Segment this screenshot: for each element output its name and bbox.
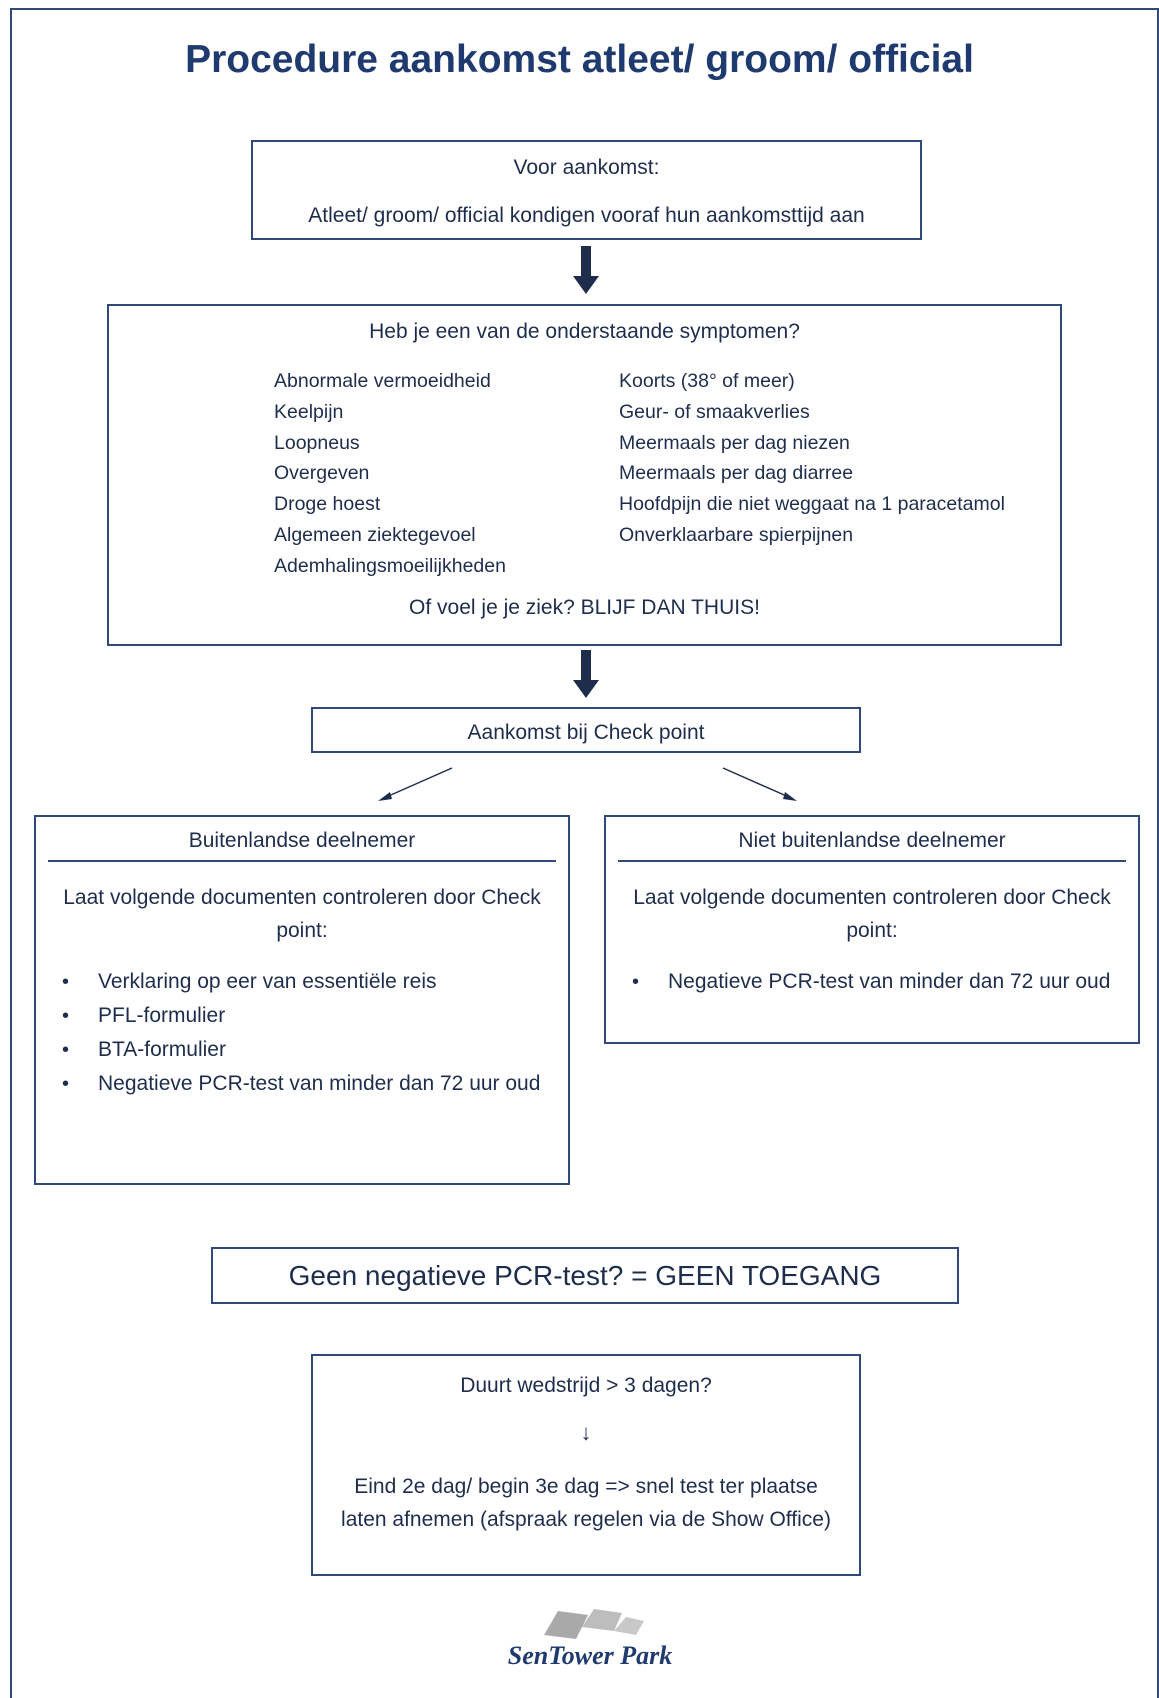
symptoms-right-column: Koorts (38° of meer) Geur- of smaakverli…: [619, 366, 1005, 551]
foreign-participant-panel: Buitenlandse deelnemer Laat volgende doc…: [34, 815, 570, 1185]
domestic-heading: Niet buitenlandse deelnemer: [738, 829, 1006, 852]
symptom-item: Droge hoest: [274, 493, 381, 516]
symptom-item: Meermaals per dag diarree: [619, 462, 854, 485]
symptom-item: Geur- of smaakverlies: [619, 400, 810, 423]
before-arrival-text: Atleet/ groom/ official kondigen vooraf …: [308, 204, 865, 227]
sentower-park-logo: SenTower Park: [490, 1605, 690, 1677]
symptom-item: Onverklaarbare spierpijnen: [619, 523, 854, 546]
symptom-item: Loopneus: [274, 431, 360, 454]
arrow-down-icon: [573, 246, 599, 294]
foreign-documents-list: Verklaring op eer van essentiële reis PF…: [62, 965, 548, 1101]
domestic-intro: Laat volgende documenten controleren doo…: [633, 886, 1111, 942]
arrow-down-small-icon: ↓: [580, 1420, 592, 1445]
symptom-item: Ademhalingsmoeilijkheden: [274, 554, 506, 577]
symptoms-question: Heb je een van de onderstaande symptomen…: [369, 320, 800, 343]
duration-text: Eind 2e dag/ begin 3e dag => snel test t…: [341, 1475, 831, 1531]
page-title: Procedure aankomst atleet/ groom/ offici…: [185, 38, 974, 81]
no-access-box: Geen negatieve PCR-test? = GEEN TOEGANG: [211, 1247, 959, 1304]
duration-question: Duurt wedstrijd > 3 dagen?: [460, 1374, 712, 1397]
before-arrival-heading: Voor aankomst:: [513, 156, 660, 179]
logo-text: SenTower Park: [507, 1641, 673, 1670]
domestic-participant-panel: Niet buitenlandse deelnemer Laat volgend…: [604, 815, 1140, 1044]
symptom-item: Koorts (38° of meer): [619, 370, 795, 392]
foreign-heading: Buitenlandse deelnemer: [188, 829, 416, 852]
checkpoint-box: Aankomst bij Check point: [311, 707, 861, 753]
foreign-intro: Laat volgende documenten controleren doo…: [63, 886, 541, 942]
divider: [48, 860, 556, 862]
symptom-item: Abnormale vermoeidheid: [274, 370, 491, 392]
symptom-item: Hoofdpijn die niet weggaat na 1 paraceta…: [619, 493, 1005, 516]
arrow-right-branch-icon: [722, 767, 797, 801]
divider: [618, 860, 1126, 862]
symptom-item: Meermaals per dag niezen: [619, 431, 850, 454]
symptoms-footer: Of voel je je ziek? BLIJF DAN THUIS!: [409, 596, 760, 619]
logo-mark-icon: [544, 1609, 644, 1639]
list-item: PFL-formulier: [62, 999, 548, 1033]
symptoms-left-column: Abnormale vermoeidheid Keelpijn Loopneus…: [274, 366, 506, 582]
arrow-down-icon: [573, 650, 599, 698]
arrow-left-branch-icon: [378, 767, 453, 801]
duration-box: Duurt wedstrijd > 3 dagen? ↓ Eind 2e dag…: [311, 1354, 861, 1576]
domestic-documents-list: Negatieve PCR-test van minder dan 72 uur…: [632, 965, 1118, 999]
symptom-item: Overgeven: [274, 462, 370, 485]
list-item: Negatieve PCR-test van minder dan 72 uur…: [632, 965, 1118, 999]
list-item: BTA-formulier: [62, 1033, 548, 1067]
list-item: Verklaring op eer van essentiële reis: [62, 965, 548, 999]
list-item: Negatieve PCR-test van minder dan 72 uur…: [62, 1067, 548, 1101]
symptom-item: Keelpijn: [274, 400, 344, 423]
symptoms-box: Heb je een van de onderstaande symptomen…: [107, 304, 1062, 646]
page-frame: [10, 8, 1159, 1698]
before-arrival-box: Voor aankomst: Atleet/ groom/ official k…: [251, 140, 922, 240]
checkpoint-label: Aankomst bij Check point: [467, 721, 705, 744]
no-access-text: Geen negatieve PCR-test? = GEEN TOEGANG: [288, 1260, 882, 1291]
symptom-item: Algemeen ziektegevoel: [274, 523, 476, 546]
